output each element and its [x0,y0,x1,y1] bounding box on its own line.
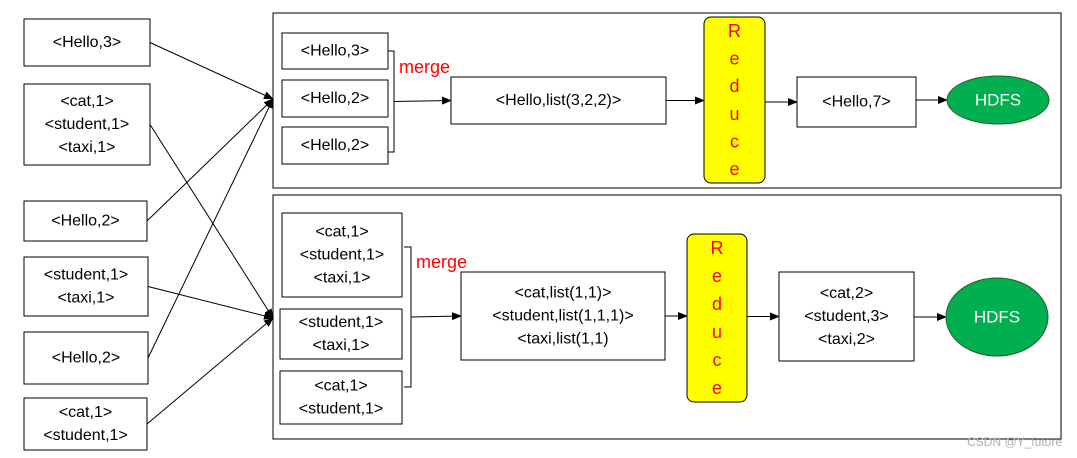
reduce-letter: d [729,76,739,96]
map-output-box: <Hello,3> [23,18,151,67]
reduce-letter: c [730,131,739,151]
hdfs-label: HDFS [974,308,1020,327]
partition-box-frame [279,370,403,425]
merged-list-box: <cat,list(1,1)> <student,list(1,1,1)> <tax… [460,271,666,361]
hdfs-ellipse [946,75,1050,125]
map-output-box-line: <cat,1> [59,404,112,421]
hdfs-sink: HDFS [946,75,1050,125]
merge-label: merge [399,57,450,77]
partition-box: <Hello,3> [281,32,389,70]
partition-box: <student,1> <taxi,1> [279,308,403,360]
map-output-box-frame [23,256,149,317]
merged-list-box-frame [450,76,667,125]
map-output-box-frame [23,83,151,166]
reduce-output-box-line: <Hello,7> [822,94,891,111]
map-output-box-line: <Hello,2> [52,350,121,367]
partition-box-line: <taxi,1> [313,337,370,354]
reduce-letter: e [729,159,739,179]
reduce-output-box: <Hello,7> [796,76,917,128]
reduce-letter: R [711,238,724,258]
merge-arrow [410,312,462,321]
merge-label: merge [416,252,467,272]
partition-box-line: <Hello,2> [301,137,370,154]
merge-arrow [393,96,452,105]
shuffle-arrow [149,124,274,319]
reduce-output-box-frame [796,76,917,128]
reduce-box-frame [703,16,766,184]
map-output-box-frame [23,331,149,385]
shuffle-arrow [146,98,274,222]
reduce-output-box: <cat,2> <student,3> <taxi,2> [778,271,915,362]
hdfs-ellipse [945,277,1049,357]
map-output-box-line: <student,1> [43,427,128,444]
partition-box-line: <student,1> [299,314,384,331]
reduce-letter: u [729,104,739,124]
reduce-letter: e [712,378,722,398]
partition-box: <cat,1> <student,1> [279,370,403,425]
map-output-box-frame [23,18,151,67]
shuffle-arrow [146,317,274,425]
reduce-output-box-frame [778,271,915,362]
map-output-box: <Hello,2> [23,331,149,385]
reduce-letter: e [712,266,722,286]
map-output-box: <cat,1> <student,1> [23,397,148,451]
partition-box-line: <taxi,1> [314,270,371,287]
reduce-letter: R [728,21,741,41]
reduce-output-box-line: <taxi,2> [818,331,875,348]
partition-box-line: <cat,1> [314,378,367,395]
map-output-box: <student,1> <taxi,1> [23,256,149,317]
merged-list-box-line: <Hello,list(3,2,2)> [496,92,621,109]
merged-list-box: <Hello,list(3,2,2)> [450,76,667,125]
reduce-letter: d [712,294,722,314]
partition-box-frame [279,308,403,360]
map-output-box-frame [23,397,148,451]
map-output-box-line: <taxi,1> [58,290,115,307]
map-output-box-frame [23,200,148,242]
reduce-box-frame [686,233,748,403]
partition-box-frame [281,32,389,70]
map-output-box-line: <cat,1> [60,93,113,110]
merged-list-box-frame [460,271,666,361]
map-output-box-line: <Hello,3> [53,34,122,51]
merged-list-box-line: <student,list(1,1,1)> [492,308,633,325]
map-output-box-line: <Hello,2> [51,213,120,230]
merge-bracket [404,246,412,388]
partition-box: <Hello,2> [281,126,389,165]
watermark: CSDN @Y_future [967,435,1062,449]
hdfs-sink: HDFS [945,277,1049,357]
shuffle-arrow [149,42,274,100]
merge-bracket [388,50,395,153]
partition-box-line: <student,1> [299,401,384,418]
reduce-letter: c [713,350,722,370]
map-output-box-line: <taxi,1> [59,139,116,156]
partition-box-line: <Hello,3> [301,43,370,60]
partition-box: <cat,1> <student,1> <taxi,1> [281,212,403,298]
map-output-box-line: <student,1> [45,116,130,133]
reduce-letter: e [729,49,739,69]
partition-box-line: <student,1> [300,247,385,264]
partition-box-frame [281,79,389,118]
partition-box-frame [281,212,403,298]
reduce-output-box-line: <student,3> [804,308,889,325]
hdfs-label: HDFS [975,91,1021,110]
map-output-box: <cat,1> <student,1> <taxi,1> [23,83,151,166]
partition-box: <Hello,2> [281,79,389,118]
shuffle-arrow [147,286,274,320]
map-output-box-line: <student,1> [44,267,129,284]
reduce-letter: u [712,322,722,342]
partition-box-line: <cat,1> [315,224,368,241]
merged-list-box-line: <cat,list(1,1)> [515,285,612,302]
partition-box-line: <Hello,2> [301,90,370,107]
map-output-box: <Hello,2> [23,200,148,242]
reduce-output-box-line: <cat,2> [820,285,873,302]
partition-box-frame [281,126,389,165]
merged-list-box-line: <taxi,list(1,1) [517,331,608,348]
shuffle-arrow [147,98,274,359]
